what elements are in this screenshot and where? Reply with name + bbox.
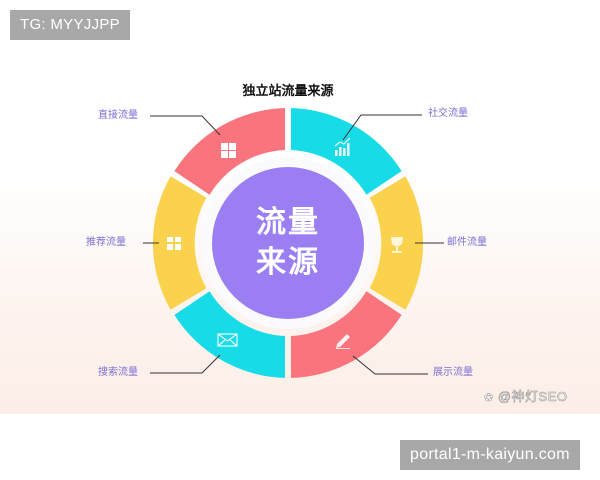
label-display-traffic: 展示流量: [433, 367, 473, 378]
leader-line-search: [150, 354, 221, 374]
watermark-tag-top: TG: MYYJJPP: [10, 10, 130, 40]
credit-text: @神灯SEO: [497, 389, 568, 405]
credit-watermark: ✿ @神灯SEO: [484, 386, 568, 405]
label-social-traffic: 社交流量: [428, 108, 468, 119]
center-circle: [212, 167, 364, 319]
label-referral-traffic: 推荐流量: [86, 237, 126, 248]
trophy-icon: [391, 237, 403, 253]
segment-display-traffic: [291, 291, 402, 378]
paw-icon: ✿: [484, 392, 494, 405]
center-text-line1: 流量: [256, 205, 320, 240]
segment-referral-traffic: [152, 176, 207, 310]
center-text: 流量 来源: [212, 203, 364, 283]
segment-social-traffic: [291, 108, 402, 195]
leader-line-social: [342, 114, 422, 141]
label-search-traffic: 搜索流量: [98, 367, 138, 378]
leader-line-direct: [150, 115, 221, 136]
envelope-icon: [217, 333, 238, 347]
diagram-title: 独立站流量来源: [242, 84, 334, 99]
bar-chart-trend-icon: [334, 137, 351, 156]
label-direct-traffic: 直接流量: [98, 110, 138, 121]
leader-line-display: [352, 355, 428, 375]
grid-four-squares-icon: [221, 143, 236, 158]
label-email-traffic: 邮件流量: [447, 237, 487, 248]
people-icon: [167, 237, 181, 250]
watermark-tag-bottom: portal1-m-kaiyun.com: [400, 440, 580, 470]
pencil-icon: [336, 334, 350, 349]
center-text-line2: 来源: [256, 245, 320, 280]
segment-search-traffic: [174, 291, 285, 378]
